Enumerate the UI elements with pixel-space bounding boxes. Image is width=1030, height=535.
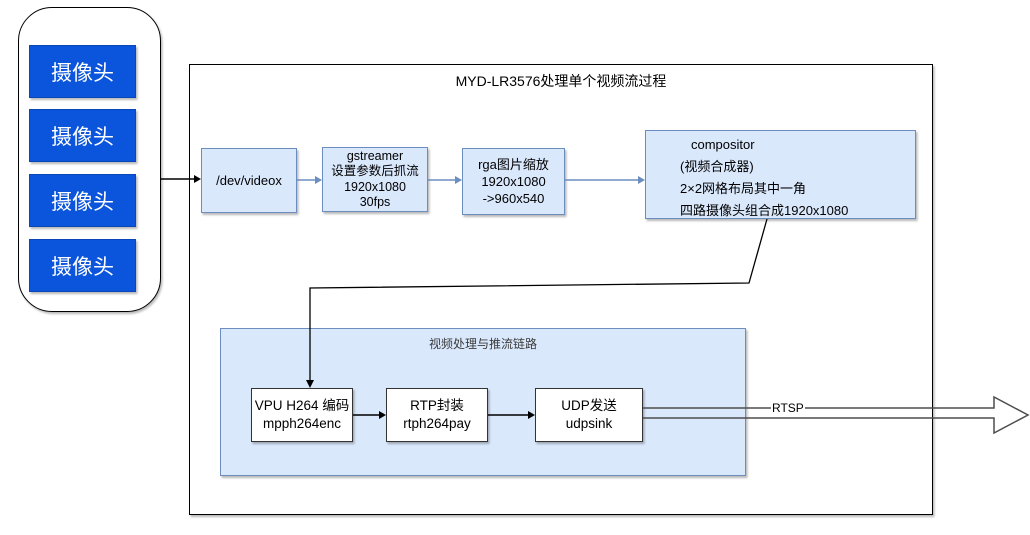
main-process-title: MYD-LR3576处理单个视频流过程 — [455, 73, 667, 89]
vpu-line: mpph264enc — [262, 416, 342, 431]
rtp-line: RTP封装 — [410, 398, 464, 413]
gstreamer-node: gstreamer 设置参数后抓流 1920x1080 30fps — [322, 147, 428, 212]
camera-node-3: 摄像头 — [29, 174, 136, 227]
rtp-line: rtph264pay — [403, 416, 471, 431]
camera-node-1: 摄像头 — [29, 45, 136, 98]
gstreamer-line: 1920x1080 — [344, 179, 406, 194]
rga-scaler-node: rga图片缩放 1920x1080 ->960x540 — [462, 148, 565, 215]
vpu-encoder-node: VPU H264 编码 mpph264enc — [251, 388, 353, 442]
camera-label: 摄像头 — [51, 61, 114, 85]
camera-node-4: 摄像头 — [29, 239, 136, 292]
dev-video-node: /dev/videox — [201, 148, 297, 213]
udp-line: udpsink — [565, 416, 613, 431]
udp-line: UDP发送 — [561, 398, 617, 413]
compositor-line: compositor — [691, 137, 755, 152]
compositor-line: (视频合成器) — [680, 159, 754, 174]
compositor-line: 四路摄像头组合成1920x1080 — [680, 203, 849, 218]
camera-label: 摄像头 — [51, 255, 114, 279]
camera-node-2: 摄像头 — [29, 109, 136, 162]
main-process-box — [189, 64, 933, 515]
compositor-node: compositor (视频合成器) 2×2网格布局其中一角 四路摄像头组合成1… — [645, 130, 916, 219]
rtp-payload-node: RTP封装 rtph264pay — [386, 388, 488, 442]
rga-line: rga图片缩放 — [478, 157, 549, 172]
vpu-line: VPU H264 编码 — [254, 398, 350, 413]
camera-label: 摄像头 — [51, 190, 114, 214]
udp-sink-node: UDP发送 udpsink — [535, 388, 643, 442]
dev-video-label: /dev/videox — [216, 172, 282, 188]
stream-section-title: 视频处理与推流链路 — [428, 337, 537, 351]
gstreamer-line: gstreamer — [346, 148, 404, 163]
rtsp-output-label: RTSP — [771, 401, 805, 415]
gstreamer-line: 设置参数后抓流 — [331, 164, 419, 178]
rga-line: ->960x540 — [482, 191, 545, 206]
camera-label: 摄像头 — [51, 125, 114, 149]
gstreamer-line: 30fps — [359, 195, 391, 209]
rga-line: 1920x1080 — [481, 174, 546, 189]
compositor-line: 2×2网格布局其中一角 — [680, 181, 807, 196]
